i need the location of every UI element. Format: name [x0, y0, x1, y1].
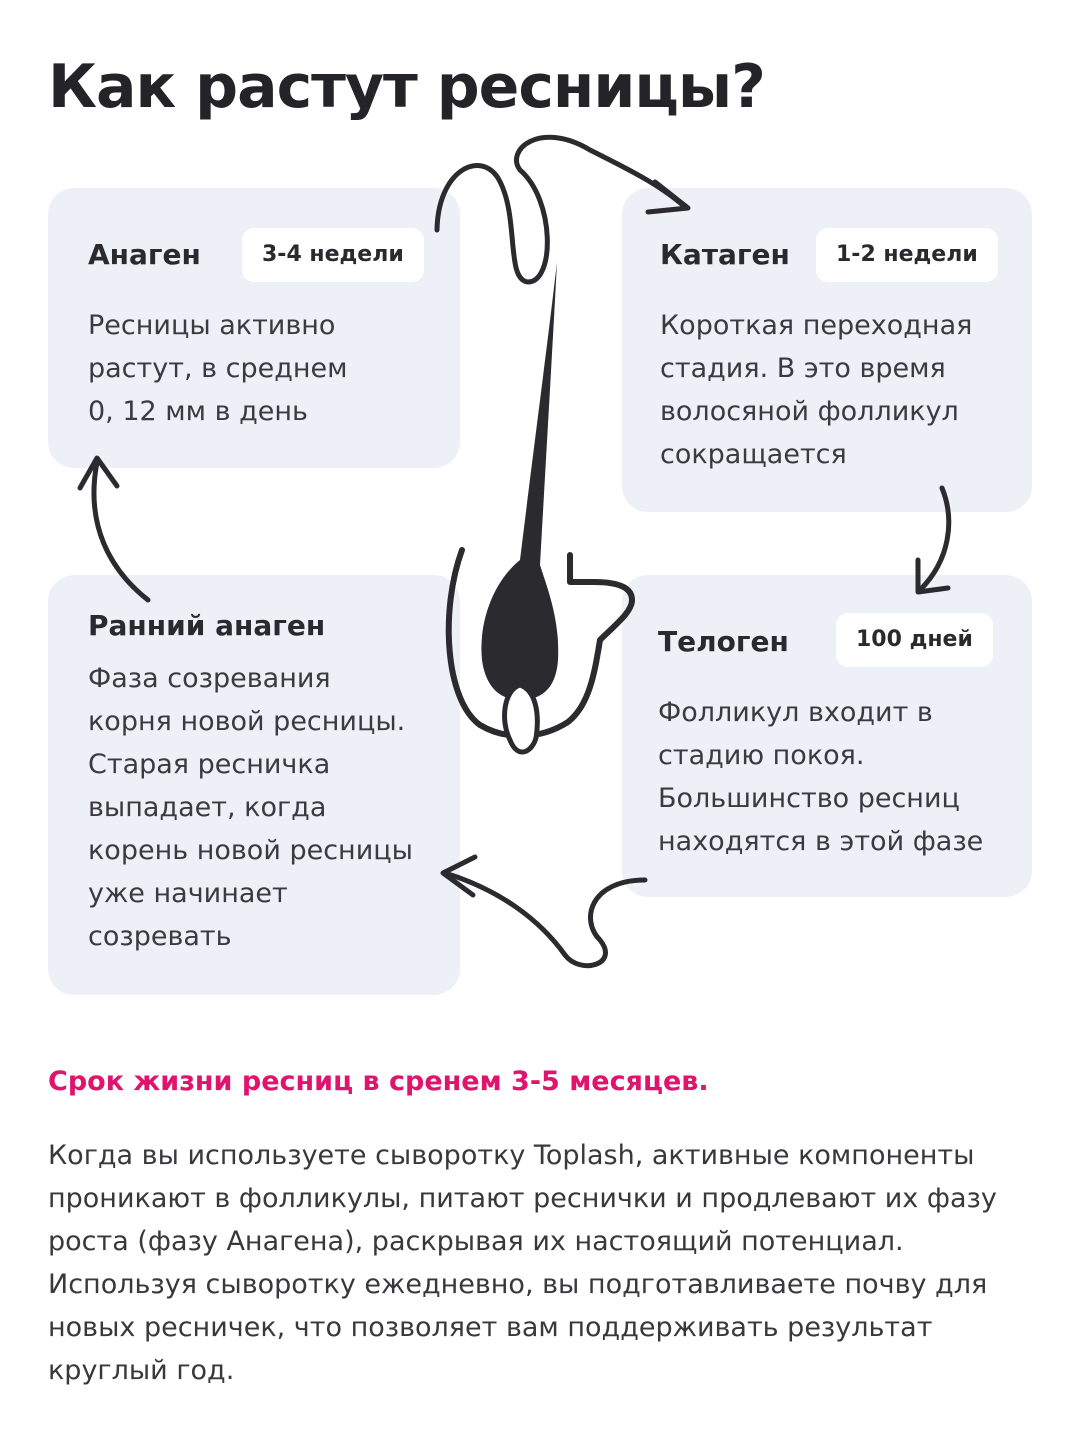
stage-title: Катаген — [660, 238, 790, 271]
stage-card-anagen: Анаген 3-4 недели Ресницы активно растут… — [48, 188, 460, 468]
eyelash-follicle-icon — [445, 262, 635, 755]
duration-badge: 1-2 недели — [816, 228, 998, 282]
stage-title: Ранний анаген — [88, 609, 326, 642]
page-title: Как растут ресницы? — [48, 52, 766, 122]
stage-card-telogen: Телоген 100 дней Фолликул входит в стади… — [622, 575, 1032, 897]
stage-title: Телоген — [658, 625, 789, 658]
cycle-arrow-icon — [442, 870, 648, 969]
body-paragraph: Когда вы используете сыворотку Toplash, … — [48, 1140, 997, 1386]
stage-card-catagen: Катаген 1-2 недели Короткая переходная с… — [622, 188, 1032, 512]
stage-card-early-anagen: Ранний анаген Фаза созревания корня ново… — [48, 575, 460, 995]
stage-description: Ресницы активно растут, в среднем 0, 12 … — [88, 310, 348, 427]
stage-description: Фолликул входит в стадию покоя. Большинс… — [658, 697, 984, 857]
lifespan-highlight: Срок жизни ресниц в сренем 3-5 месяцев. — [48, 1066, 709, 1097]
duration-badge: 100 дней — [836, 613, 993, 667]
stage-description: Фаза созревания корня новой ресницы. Ста… — [88, 663, 413, 952]
duration-badge: 3-4 недели — [242, 228, 424, 282]
stage-description: Короткая переходная стадия. В это время … — [660, 310, 973, 470]
stage-title: Анаген — [88, 238, 201, 271]
